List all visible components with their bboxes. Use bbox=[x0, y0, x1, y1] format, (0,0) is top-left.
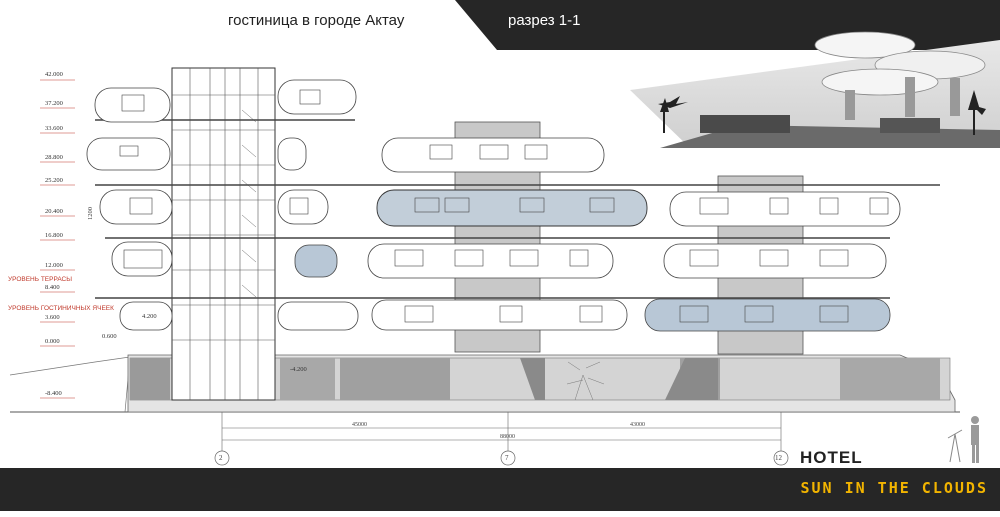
capsule bbox=[277, 189, 329, 225]
capsule bbox=[371, 299, 628, 331]
header-light-area bbox=[0, 0, 470, 44]
level-label: 12.000 bbox=[45, 262, 63, 269]
level-label: -8.400 bbox=[45, 390, 62, 397]
level-label: 0.000 bbox=[45, 338, 60, 345]
footer-band bbox=[0, 468, 1000, 510]
level-label: 25.200 bbox=[45, 177, 63, 184]
capsule bbox=[119, 301, 173, 331]
level-label: 3.600 bbox=[45, 314, 60, 321]
mark-1200: 1200 bbox=[87, 207, 94, 220]
capsule bbox=[669, 191, 901, 227]
level-label: 37.200 bbox=[45, 100, 63, 107]
hotel-label: HOTEL bbox=[800, 448, 863, 467]
dim-right-span: 43000 bbox=[630, 422, 645, 428]
dim-total-span: 88000 bbox=[500, 434, 515, 440]
section-drawing bbox=[9, 67, 979, 466]
capsule bbox=[94, 87, 171, 123]
capsule bbox=[663, 243, 887, 279]
mark-0600: 0.600 bbox=[102, 333, 117, 340]
person-silhouette bbox=[971, 416, 979, 463]
footer-rule bbox=[0, 510, 1000, 511]
sheet-title: гостиница в городе Актау bbox=[228, 12, 405, 29]
axis-bubble bbox=[214, 450, 230, 466]
tree-icon bbox=[566, 361, 605, 401]
capsule-blue bbox=[294, 244, 338, 278]
mark-neg4200: -4.200 bbox=[290, 366, 307, 373]
axis-label-12: 12 bbox=[775, 454, 782, 462]
level-label: 33.600 bbox=[45, 125, 63, 132]
capsule bbox=[86, 137, 171, 171]
level-label: 28.800 bbox=[45, 154, 63, 161]
level-label: 8.400 bbox=[45, 284, 60, 291]
core-left bbox=[171, 67, 276, 401]
capsule-blue bbox=[376, 189, 648, 227]
capsule bbox=[99, 189, 173, 225]
hotel-render-image bbox=[630, 31, 1000, 148]
cells-level-note: УРОВЕНЬ ГОСТИНИЧНЫХ ЯЧЕЕК bbox=[8, 305, 114, 312]
terrain-left bbox=[9, 356, 131, 413]
capsule-blue bbox=[644, 298, 891, 332]
capsule bbox=[277, 79, 357, 115]
axis-bubble bbox=[773, 450, 789, 466]
axis-label-2: 2 bbox=[219, 454, 223, 462]
telescope-icon bbox=[947, 429, 963, 463]
mark-4200: 4.200 bbox=[142, 313, 157, 320]
axis-label-7: 7 bbox=[505, 454, 509, 462]
tagline: SUN IN THE CLOUDS bbox=[800, 479, 988, 497]
axis-bubble bbox=[500, 450, 516, 466]
capsule bbox=[277, 137, 307, 171]
level-label: 20.400 bbox=[45, 208, 63, 215]
capsule bbox=[381, 137, 605, 173]
level-label: 42.000 bbox=[45, 71, 63, 78]
level-label: 16.800 bbox=[45, 232, 63, 239]
section-label: разрез 1-1 bbox=[508, 12, 581, 29]
dim-left-span: 45000 bbox=[352, 422, 367, 428]
terrace-level-note: УРОВЕНЬ ТЕРРАСЫ bbox=[8, 276, 72, 283]
capsule bbox=[111, 241, 173, 277]
capsule bbox=[367, 243, 614, 279]
capsule bbox=[277, 301, 359, 331]
